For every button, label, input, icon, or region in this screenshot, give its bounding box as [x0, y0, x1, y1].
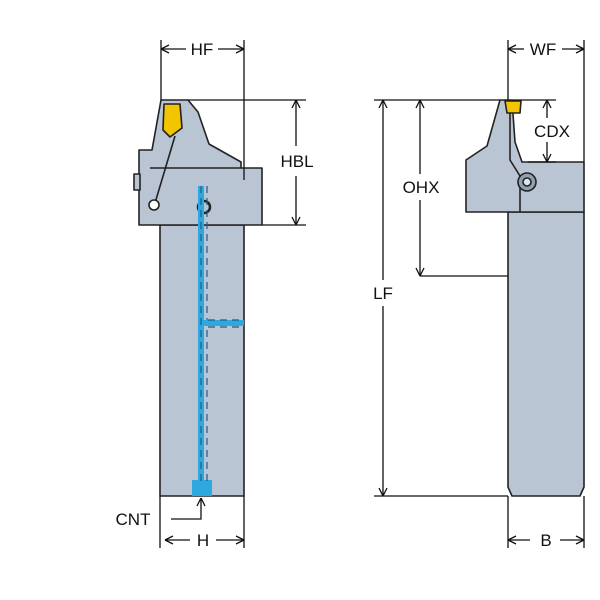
side-view: [465, 99, 585, 497]
clamp-lever: [154, 135, 176, 204]
side-head: [465, 99, 585, 213]
lever-screw: [148, 199, 160, 211]
label-cdx: CDX: [534, 122, 570, 141]
coolant-plug: [192, 480, 212, 496]
insert-front: [162, 103, 183, 138]
side-slot: [509, 112, 521, 212]
coolant-channels: [198, 186, 244, 484]
side-shank: [507, 211, 585, 497]
label-hbl: HBL: [280, 152, 313, 171]
label-ohx: OHX: [403, 178, 440, 197]
insert-side: [504, 100, 522, 114]
dimension-lines: [159, 40, 585, 548]
label-hf: HF: [191, 40, 214, 59]
label-h: H: [197, 531, 209, 550]
label-cnt: CNT: [116, 510, 151, 529]
label-lf: LF: [373, 284, 393, 303]
front-boss: [133, 173, 141, 191]
label-b: B: [540, 531, 551, 550]
label-wf: WF: [530, 40, 556, 59]
dimension-labels: HF HBL H CNT WF CDX OHX LF B: [116, 40, 570, 550]
